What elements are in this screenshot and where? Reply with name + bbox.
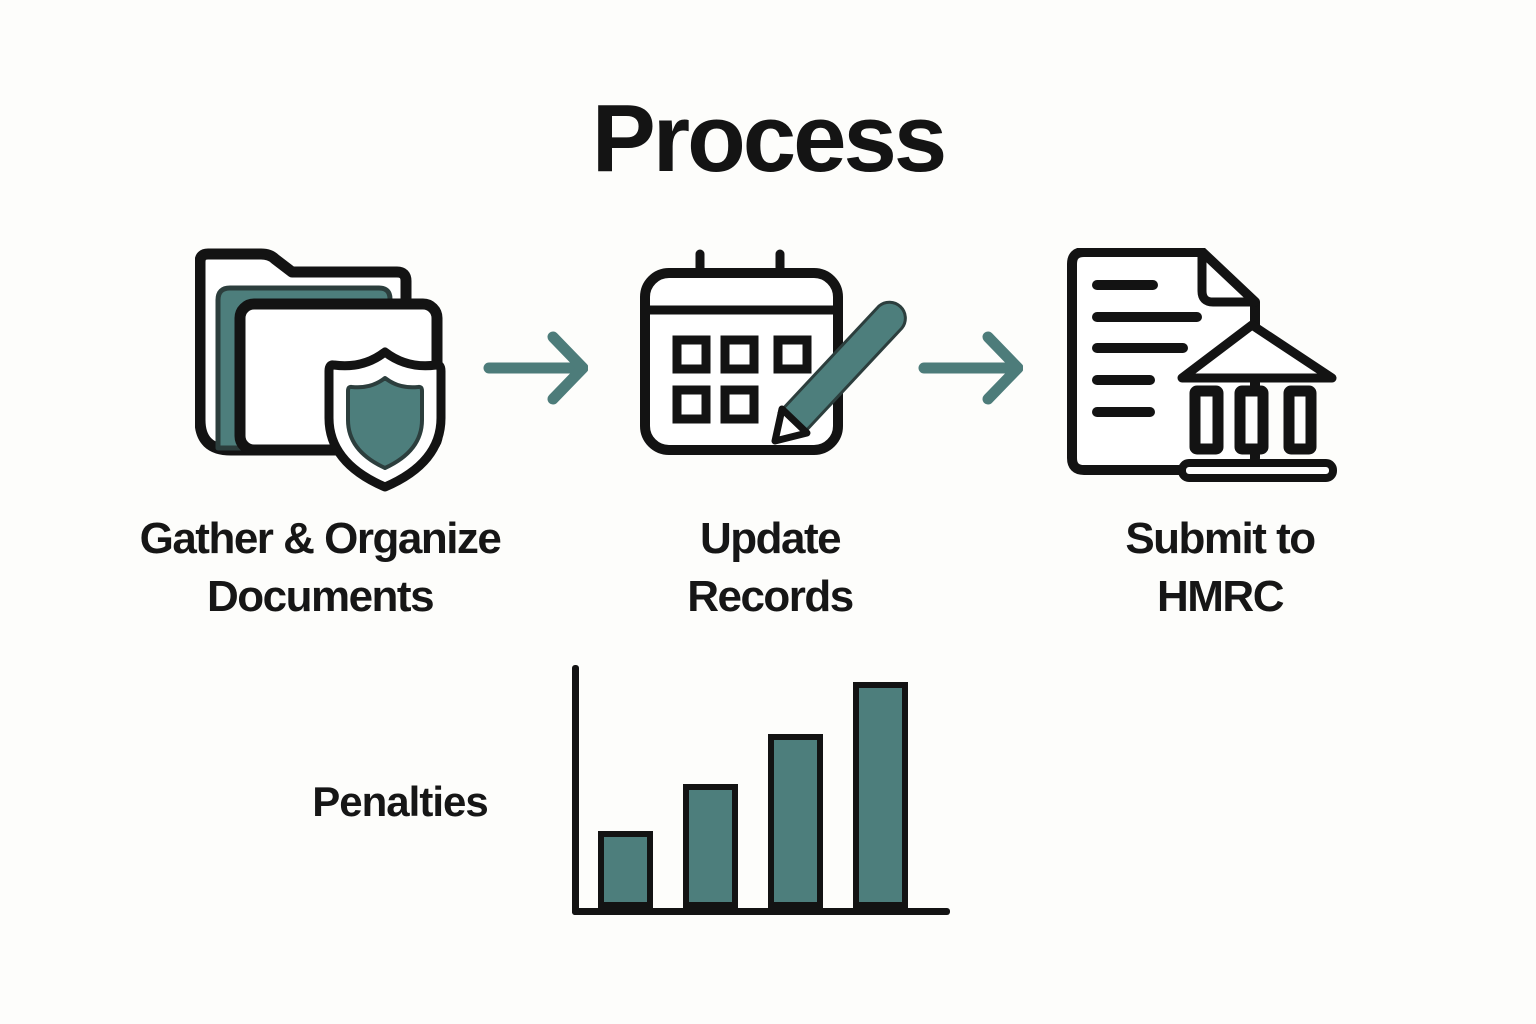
- step-label-line: Submit to: [1125, 514, 1316, 563]
- step-label-line: Documents: [206, 572, 435, 621]
- chart-y-axis: [572, 665, 579, 915]
- step-label-line: HMRC: [1157, 572, 1284, 621]
- step-label-line: Records: [687, 572, 854, 621]
- chart-x-axis: [572, 908, 950, 915]
- penalties-bar: [853, 682, 908, 908]
- step-label-gather-organize: Gather & Organize Documents: [100, 510, 540, 626]
- calendar-pencil-icon: [640, 249, 907, 455]
- document-bank-icon: [1067, 248, 1337, 482]
- step-label-line: Gather & Organize: [139, 514, 502, 563]
- arrow-right-icon: [918, 331, 1023, 405]
- folder-shield-icon: [195, 248, 446, 492]
- penalties-bar: [768, 734, 823, 908]
- penalties-bar: [683, 784, 738, 908]
- arrow-right-icon: [483, 331, 588, 405]
- penalties-label: Penalties: [312, 778, 488, 825]
- page-title: Process: [591, 85, 948, 192]
- step-label-line: Update: [699, 514, 842, 563]
- penalties-bars: [579, 665, 954, 908]
- penalties-bar: [598, 831, 653, 908]
- step-label-update-records: Update Records: [620, 510, 920, 626]
- penalties-bar-chart: [572, 665, 954, 915]
- step-label-submit-hmrc: Submit to HMRC: [1060, 510, 1380, 626]
